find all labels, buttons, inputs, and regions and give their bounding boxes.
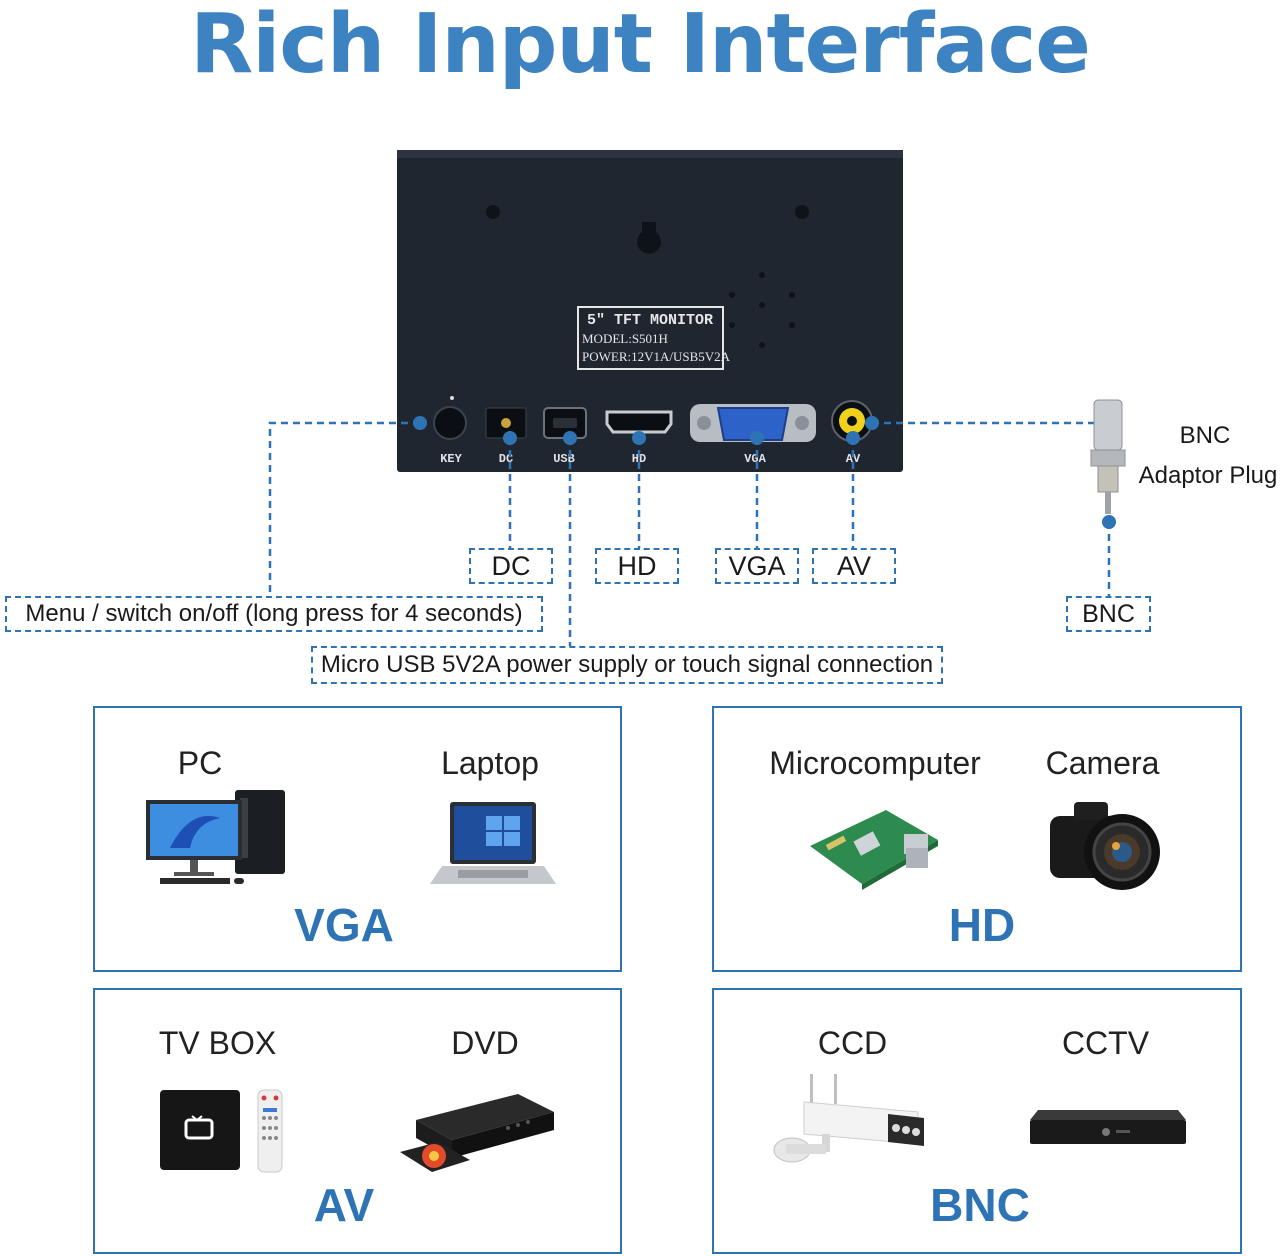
key-callout: Menu / switch on/off (long press for 4 s… <box>5 596 543 632</box>
port-label-av: AV <box>846 452 861 466</box>
tv-box-icon <box>160 1089 283 1173</box>
cctv-label: CCTV <box>1061 1025 1150 1061</box>
hd-port <box>605 410 673 434</box>
connector-lines <box>268 421 1111 646</box>
usb-port <box>543 407 587 439</box>
bnc-panel <box>712 988 1242 1254</box>
pc-label: PC <box>177 745 223 781</box>
dvd-player-icon <box>400 1094 554 1172</box>
cctv-recorder-icon <box>1030 1110 1186 1144</box>
usb-callout: Micro USB 5V2A power supply or touch sig… <box>311 646 943 684</box>
port-label-hd: HD <box>632 452 646 466</box>
dvd-label: DVD <box>451 1025 519 1061</box>
laptop-icon <box>430 802 556 884</box>
bnc-adaptor-label-line2: Adaptor Plug <box>1138 462 1278 489</box>
bnc-callout: BNC <box>1066 596 1151 632</box>
dc-callout: DC <box>469 548 553 584</box>
key-button <box>433 396 467 440</box>
hd-callout: HD <box>595 548 679 584</box>
vga-callout: VGA <box>715 548 799 584</box>
plate-line1: 5" TFT MONITOR <box>587 312 713 329</box>
pc-icon <box>146 790 285 884</box>
page-title: Rich Input Interface <box>190 0 1091 92</box>
laptop-label: Laptop <box>441 745 539 781</box>
plate-line2: MODEL:S501H <box>582 331 668 346</box>
port-label-usb: USB <box>553 452 575 466</box>
av-interface-title: AV <box>313 1179 375 1231</box>
monitor-diagram: 5" TFT MONITOR MODEL:S501H POWER:12V1A/U… <box>268 150 1126 646</box>
port-label-vga: VGA <box>744 452 766 466</box>
camera-label: Camera <box>1045 745 1160 781</box>
ccd-label: CCD <box>817 1025 888 1061</box>
bnc-interface-title: BNC <box>930 1179 1030 1231</box>
av-callout: AV <box>812 548 896 584</box>
port-labels: KEY DC USB HD VGA AV <box>440 452 861 466</box>
vga-interface-title: VGA <box>294 899 394 951</box>
ccd-camera-icon <box>773 1074 924 1163</box>
vga-port <box>690 404 816 442</box>
tv-box-label: TV BOX <box>158 1025 277 1061</box>
bnc-adaptor-plug-icon <box>1090 399 1126 514</box>
microcomputer-label: Microcomputer <box>769 745 981 781</box>
monitor-back-panel <box>397 150 903 472</box>
hd-interface-title: HD <box>948 899 1016 951</box>
plate-line3: POWER:12V1A/USB5V2A <box>582 349 731 364</box>
microcomputer-icon <box>810 810 938 890</box>
port-label-key: KEY <box>440 452 462 466</box>
camera-icon <box>1050 802 1160 890</box>
bnc-adaptor-label-line1: BNC <box>1179 422 1231 449</box>
